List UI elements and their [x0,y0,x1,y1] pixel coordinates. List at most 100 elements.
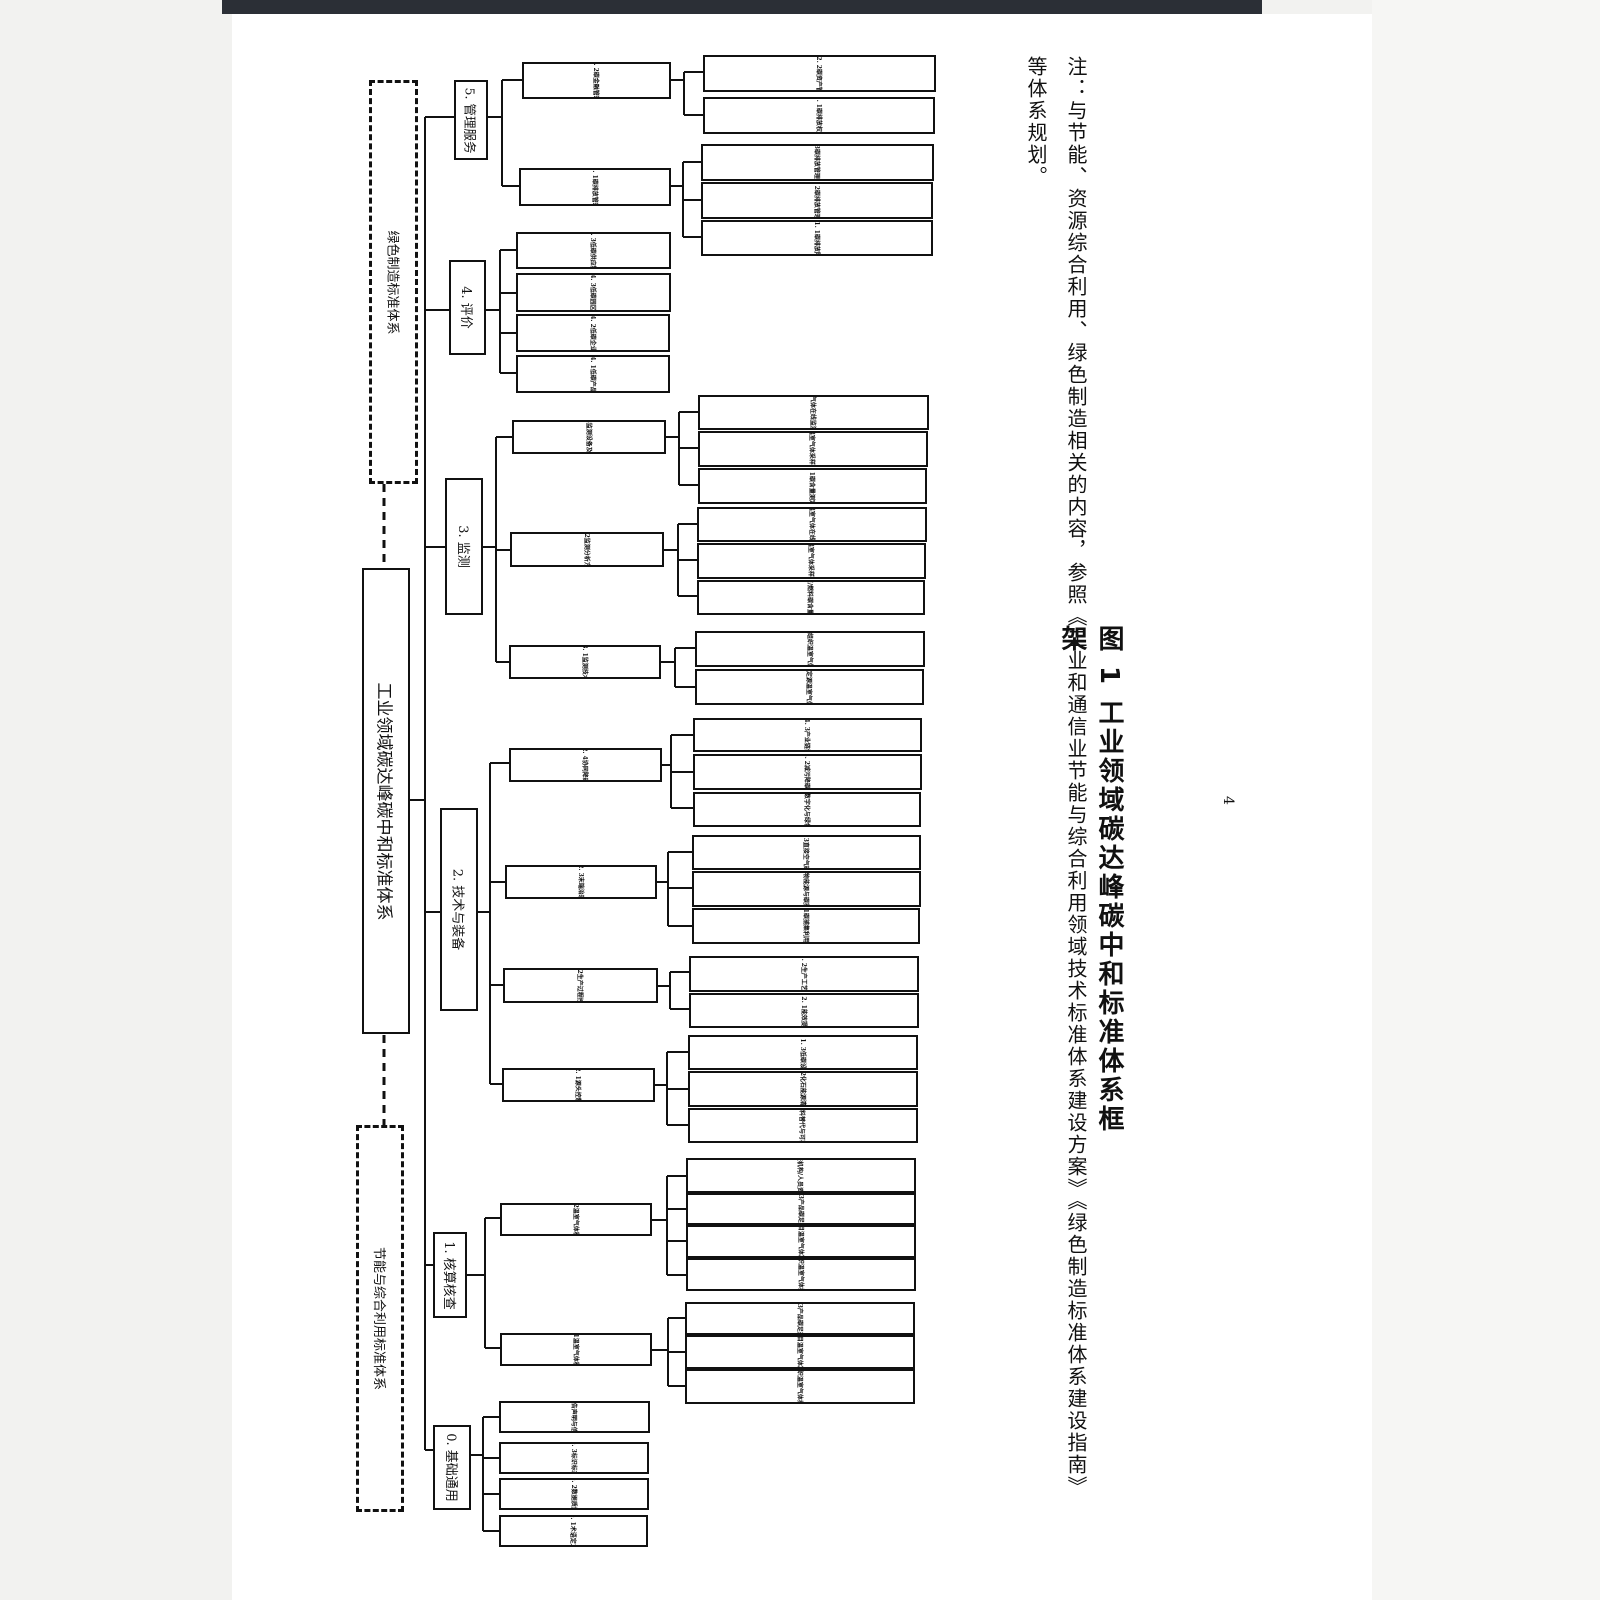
node-3-3-3-label: 3. 3. 3温室气体在线监测设备及系统 [809,397,818,428]
node-2-4-1-label: 2. 4. 1数字化与绿色化协同 [802,794,811,825]
node-2-3-2: 2. 3. 2生物能源与碳捕获和储存 [692,871,921,907]
node-5-2-2: 5. 2. 2碳资产管理 [703,55,936,92]
node-4-1-label: 4. 1低碳产品 [588,355,596,393]
node-2-2-2-label: 2. 2. 2生产工艺优化 [799,956,807,992]
node-2-4-2: 2. 4. 2减污降碳协同 [693,754,922,790]
node-3-3-1-label: 3. 3. 1碳含量测定设备 [807,468,815,504]
green-manufacturing-box: 绿色制造标准体系 [369,80,418,484]
category-2-box: 2. 技术与装备 [440,808,478,1011]
node-3-2-3: 3. 2. 3温室气体在线监测方法 [697,507,927,542]
node-5-1-1-label: 5. 1. 1碳排放限额 [812,220,820,256]
node-3-2-2: 3. 2. 2温室气体采样/检测方法 [697,543,926,579]
node-5-2-2-label: 5. 2. 2碳资产管理 [814,55,822,92]
node-3-1-1: 3. 1. 1固定源温室气体监测技术 [695,669,924,705]
node-5-2: 5. 2碳金融管理 [522,62,671,99]
node-1-2-2-label: 1. 2. 2项目温室气体减排量核查 [796,1227,805,1256]
node-5-2-label: 5. 2碳金融管理 [592,62,599,99]
node-0-3-label: 0. 3标识标志 [569,1442,577,1474]
node-3-2-2-label: 3. 2. 2温室气体采样/检测方法 [807,545,816,577]
node-2-3-1: 2. 3. 1碳捕集利用与封存 [692,908,920,944]
node-3-2-3-label: 3. 2. 3温室气体在线监测方法 [807,509,816,540]
node-2-3-1-label: 2. 3. 1碳捕集利用与封存 [801,908,809,944]
node-5-1-3: 5. 1. 3碳排放管理和平台 [701,144,934,181]
node-3-1: 3. 1监测技术 [509,645,661,679]
node-4-3b: 4. 3低碳供应链 [516,232,671,269]
connector-lines [382,71,703,1532]
node-1-2-4: 1. 2. 4核查机构/人员资质能力要求 [686,1158,916,1193]
node-2-3-2-label: 2. 3. 2生物能源与碳捕获和储存 [802,873,811,905]
root-box: 工业领域碳达峰碳中和标准体系 [362,568,410,1034]
node-1-2-1-label: 1. 2. 1组织温室气体排放量核查 [796,1260,805,1289]
node-5-1: 5. 1碳排放管理 [519,168,671,206]
node-3-3: 3. 3监测设备及系统 [512,420,666,454]
category-3-box: 3. 监测 [445,478,483,615]
node-5-1-label: 5. 1碳排放管理 [590,168,598,206]
category-1-label: 1. 核算核查 [440,1240,456,1310]
node-1-2: 1. 2温室气体核查 [500,1203,652,1236]
footnote: 注：与节能、资源综合利用、绿色制造相关的内容，参照《工业和通信业节能与综合利用领… [1024,56,1088,1498]
node-3-1-label: 3. 1监测技术 [580,645,588,679]
node-1-2-3-label: 1. 2. 3产品碳足迹核查 [796,1193,804,1225]
node-5-1-2: 5. 1. 2碳排放管理体系 [701,182,933,219]
node-3-1-2-label: 3. 1. 2无组织温室气体监测技术 [805,633,814,665]
node-4-3b-label: 4. 3低碳供应链 [589,232,596,269]
node-3-2-1: 3. 2. 1原/燃料碳含量测定方法 [697,580,925,615]
node-2-2-2: 2. 2. 2生产工艺优化 [689,956,919,992]
node-1-2-1: 1. 2. 1组织温室气体排放量核查 [686,1258,916,1291]
node-2-1-1-label: 2. 1. 1原/燃料替代与可再生能源利用 [798,1110,807,1141]
node-3-1-2: 3. 1. 2无组织温室气体监测技术 [695,631,925,667]
node-3-3-label: 3. 3监测设备及系统 [584,420,592,454]
node-2-4-3-label: 2. 4. 3产业链协同 [802,718,810,752]
node-2-1-3: 2. 1. 3低碳设计 [688,1035,918,1070]
category-4-box: 4. 评价 [449,260,486,355]
node-2-3-label: 2. 3末端治理 [576,865,584,899]
node-2-4-2-label: 2. 4. 2减污降碳协同 [802,754,810,790]
node-0-1-label: 0. 1术语定义 [569,1515,576,1547]
category-5-label: 5. 管理服务 [462,87,478,153]
node-2-1-1: 2. 1. 1原/燃料替代与可再生能源利用 [688,1108,918,1143]
node-0-4-label: 0. 4报告声明与信息披露 [570,1403,579,1431]
node-4-2-label: 4. 2低碳企业 [588,314,596,352]
node-2-3-3: 2. 3. 3直接空气碳捕集 [692,835,921,870]
node-2-4-3: 2. 4. 3产业链协同 [693,718,922,752]
category-5-box: 5. 管理服务 [454,80,488,160]
node-5-2-1: 5. 2. 1碳排放权交易 [703,97,935,134]
node-5-1-2-label: 5. 1. 2碳排放管理体系 [812,182,820,219]
node-2-2-1-label: 2. 2. 1能效提升 [799,993,807,1028]
energy-system-label: 节能与综合利用标准体系 [370,1246,386,1391]
node-2-1: 2. 1源头控制 [502,1068,655,1102]
node-5-2-1-label: 5. 2. 1碳排放权交易 [814,97,822,134]
category-3-label: 3. 监测 [454,525,470,568]
category-4-label: 4. 评价 [458,286,474,329]
node-2-3-3-label: 2. 3. 3直接空气碳捕集 [801,835,809,870]
node-0-2: 0. 2数据质量 [499,1478,649,1510]
node-2-4: 2. 4协同降碳 [509,748,662,782]
node-1-1: 1. 1温室气体核算 [500,1333,652,1366]
node-3-1-1-label: 3. 1. 1固定源温室气体监测技术 [805,671,814,703]
node-4-3a-label: 4. 3低碳园区 [589,274,596,311]
node-2-4-1: 2. 4. 1数字化与绿色化协同 [693,792,921,827]
node-2-2-1: 2. 2. 1能效提升 [689,993,919,1028]
node-2-1-2-label: 2. 1. 2化石能源清洁利用 [798,1071,806,1107]
node-1-1-2: 1. 1. 2项目温室气体减排量核算 [685,1335,915,1369]
page-number: 4 [1220,796,1236,805]
node-2-1-label: 2. 1源头控制 [574,1068,581,1102]
node-1-2-label: 1. 2温室气体核查 [571,1203,579,1236]
node-3-3-3: 3. 3. 3温室气体在线监测设备及系统 [698,395,929,430]
category-2-label: 2. 技术与装备 [449,868,465,951]
category-1-box: 1. 核算核查 [433,1232,467,1318]
category-0-label: 0. 基础通用 [442,1433,458,1502]
node-4-1: 4. 1低碳产品 [516,355,670,393]
node-3-3-2-label: 3. 3. 2温室气体采样/检测设备 [808,433,817,465]
node-2-2: 2. 2生产过程控制 [503,968,658,1003]
node-0-1: 0. 1术语定义 [499,1515,648,1547]
node-4-3a: 4. 3低碳园区 [516,273,671,312]
node-1-1-1: 1. 1. 1组织温室气体排放量核算 [685,1369,915,1404]
node-1-2-2: 1. 2. 2项目温室气体减排量核查 [686,1225,916,1258]
scan-top-band [222,0,1262,14]
scan-right-margin [1372,0,1600,1600]
node-2-1-2: 2. 1. 2化石能源清洁利用 [688,1071,918,1107]
node-1-1-3: 1. 1. 3产品碳足迹核算 [685,1302,915,1335]
node-3-2: 3. 2监测分析方法 [510,532,664,567]
